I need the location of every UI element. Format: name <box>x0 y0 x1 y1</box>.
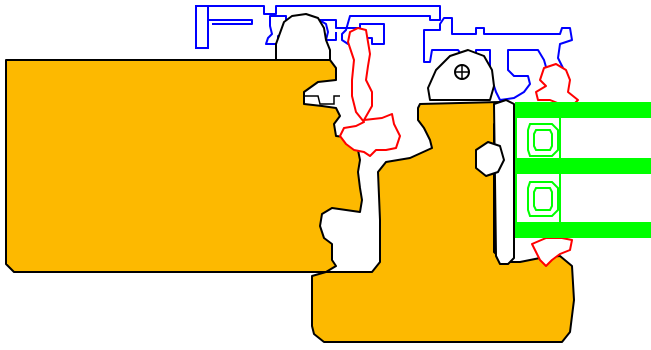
sash-gasket <box>535 63 579 107</box>
frame-rebate-detail <box>304 95 340 105</box>
glass-pane-bottom <box>516 222 651 238</box>
glazing-bead <box>493 99 515 265</box>
glazing-spacer-bottom <box>527 181 559 217</box>
glazing-spacer-top <box>527 123 559 157</box>
hardware-gear <box>475 141 505 177</box>
glass-pane-middle <box>516 158 651 174</box>
alu-frame-leg <box>195 5 209 49</box>
glass-pane-top <box>516 102 651 118</box>
frame-wood-profile <box>5 59 363 273</box>
hardware-clip <box>275 13 331 61</box>
frame-gasket <box>339 27 401 157</box>
